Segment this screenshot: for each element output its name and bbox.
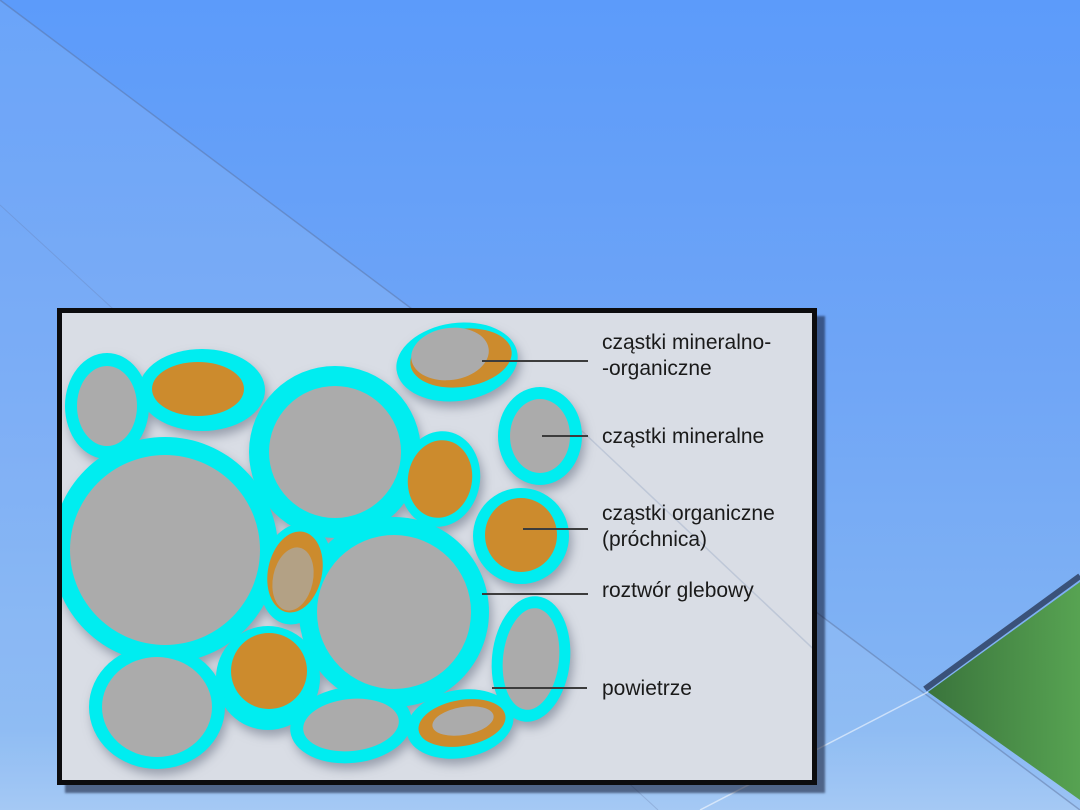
label-mineral-line1: cząstki mineralne [602,425,765,448]
organic-particles [152,362,557,709]
mineral-organic-particle-middle [267,531,323,613]
triangle-navy-edge [923,573,1080,692]
label-mineral-organic: cząstki mineralno- -organiczne [602,330,771,382]
label-organic-line1: cząstki organiczne [602,502,775,525]
label-soil-solution-line1: roztwór glebowy [602,579,754,602]
green-corner-triangle [928,582,1080,800]
mineral-organic-particle-top [410,327,512,388]
label-organic: cząstki organiczne (próchnica) [602,501,775,553]
label-organic-line2: (próchnica) [602,528,708,551]
pointer-lines [482,360,588,689]
label-soil-solution: roztwór glebowy [602,578,754,604]
label-mineral-organic-line1: cząstki mineralno- [602,331,772,354]
diagram-panel: cząstki mineralno- -organiczne cząstki m… [57,308,817,785]
panel-faint-diagonal [581,430,812,649]
label-air-line1: powietrze [602,677,692,700]
mineral-particles [70,366,570,757]
label-mineral: cząstki mineralne [602,424,764,450]
label-air: powietrze [602,676,692,702]
mineral-organic-particle-bottom [418,699,506,747]
label-mineral-organic-line2: -organiczne [602,357,712,380]
soil-diagram [62,322,812,769]
